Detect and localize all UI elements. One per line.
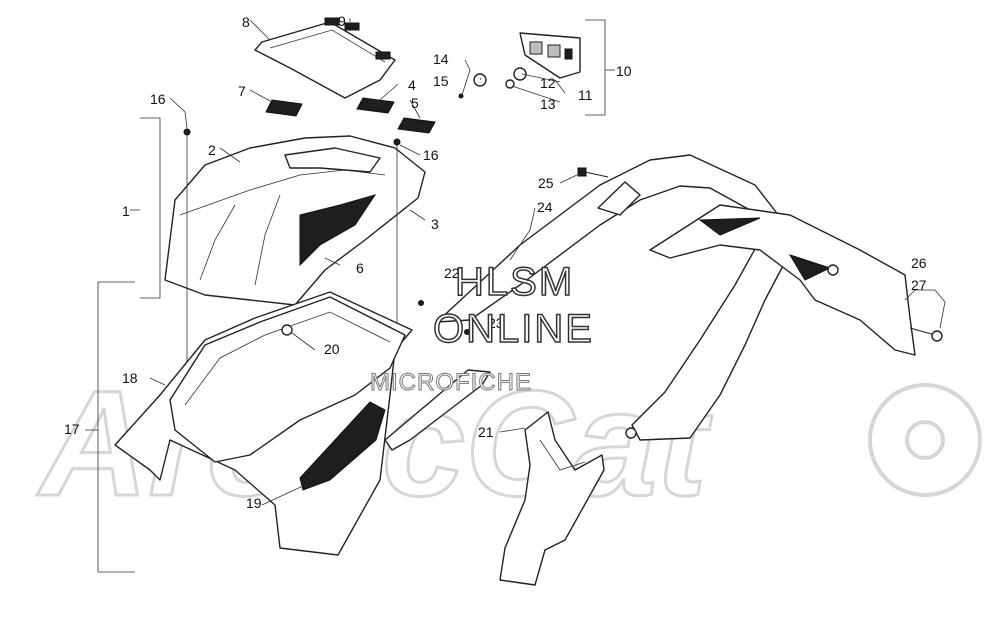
watermark-line3: MICROFICHE [370,369,532,396]
fastener-lines [183,128,401,400]
callout-21: 21 [478,424,494,440]
callout-2: 2 [208,142,216,158]
callout-24: 24 [537,199,553,215]
callout-14: 14 [433,51,449,67]
callout-26: 26 [911,255,927,271]
callout-25: 25 [538,175,554,191]
callout-16-right: 16 [423,147,439,163]
callout-5: 5 [411,95,419,111]
callout-8: 8 [242,14,250,30]
callout-18: 18 [122,370,138,386]
decal-labels [265,97,436,134]
callout-9: 9 [338,13,346,29]
callout-27: 27 [911,277,927,293]
bolt-27 [909,327,943,342]
callout-16-top: 16 [150,91,166,107]
callout-4: 4 [408,77,416,93]
callout-13: 13 [540,96,556,112]
callout-19: 19 [246,495,262,511]
leader-lines [85,18,946,573]
watermark-line2: ONLINE [433,307,594,351]
hlsm-watermark: HLSM ONLINE MICROFICHE [370,259,594,396]
callout-7: 7 [238,83,246,99]
callout-22: 22 [444,265,460,281]
bolt-25 [577,167,609,178]
grab-rail [436,154,791,441]
watermark-line1: HLSM [455,260,574,304]
rear-fender [649,204,916,356]
callout-numbers: 1 2 3 4 5 6 7 8 9 10 11 12 13 14 15 16 1… [64,13,927,511]
callout-23: 23 [488,315,504,331]
callout-20: 20 [324,341,340,357]
side-bracket [384,369,605,586]
callout-17: 17 [64,421,80,437]
callout-3: 3 [431,216,439,232]
callout-6: 6 [356,260,364,276]
callout-10: 10 [616,63,632,79]
callout-11: 11 [578,87,593,103]
screws-22-23 [418,300,470,335]
watermark-wheel [868,383,982,497]
storage-box [114,291,413,556]
seat-top [164,135,426,306]
callout-1: 1 [122,203,130,219]
callout-12: 12 [540,75,556,91]
hitch-plate [254,17,396,99]
callout-15: 15 [433,73,449,89]
